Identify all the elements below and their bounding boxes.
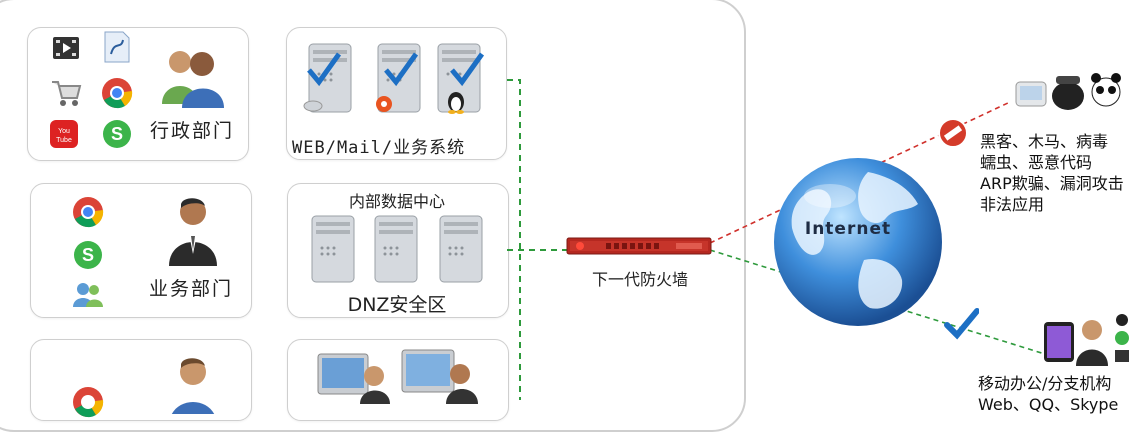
server-icon (371, 214, 421, 288)
hacker-icon (1012, 70, 1122, 118)
web-server-label: WEB/Mail/业务系统 (292, 138, 466, 158)
server-icon (432, 40, 490, 120)
checkmark-icon (943, 305, 980, 345)
imac-icon (316, 348, 392, 408)
skype-icon: S (101, 118, 133, 154)
remote-office-label: 移动办公/分支机构 Web、QQ、Skype (978, 373, 1118, 415)
firewall-to-remote-line (709, 249, 1049, 356)
person-icon (165, 354, 221, 426)
skype-icon: S (72, 239, 104, 275)
server-icon (436, 214, 486, 288)
firewall-device-icon (566, 235, 712, 261)
server-icon (308, 214, 358, 288)
imac-icon (400, 344, 480, 408)
svg-text:S: S (82, 245, 94, 265)
datacenter-title: 内部数据中心 (348, 192, 445, 211)
remote-line: 移动办公/分支机构 (978, 374, 1112, 393)
user-group-icon (72, 280, 104, 312)
server-icon (372, 40, 430, 120)
threat-line: 非法应用 (980, 195, 1045, 214)
threat-line: 蠕虫、恶意代码 (980, 153, 1093, 172)
shopping-cart-icon (50, 78, 82, 112)
user-group-icon (156, 44, 226, 112)
dmz-zone-label: DNZ安全区 (347, 294, 447, 316)
remote-line: Web、QQ、Skype (978, 395, 1119, 414)
chrome-icon (101, 77, 133, 113)
document-icon (103, 30, 131, 68)
mobile-office-icon (1042, 312, 1142, 370)
internet-label: Internet (804, 219, 892, 239)
threat-line: 黑客、木马、病毒 (980, 132, 1109, 151)
threat-line: ARP欺骗、漏洞攻击 (980, 174, 1124, 193)
video-icon (52, 34, 80, 66)
chrome-icon (72, 386, 104, 422)
business-dept-panel (30, 183, 252, 318)
globe-icon (768, 152, 948, 336)
svg-text:You: You (58, 128, 70, 135)
admin-dept-label: 行政部门 (150, 120, 235, 142)
svg-text:Tube: Tube (56, 137, 72, 144)
threat-list: 黑客、木马、病毒 蠕虫、恶意代码 ARP欺骗、漏洞攻击 非法应用 (980, 131, 1124, 215)
person-icon (165, 194, 221, 270)
lan-trunk-line (507, 79, 521, 400)
chrome-icon (72, 196, 104, 232)
svg-text:S: S (111, 124, 123, 144)
no-entry-icon (937, 117, 969, 153)
business-dept-label: 业务部门 (149, 278, 234, 300)
firewall-label: 下一代防火墙 (591, 270, 688, 289)
server-icon (303, 40, 361, 120)
